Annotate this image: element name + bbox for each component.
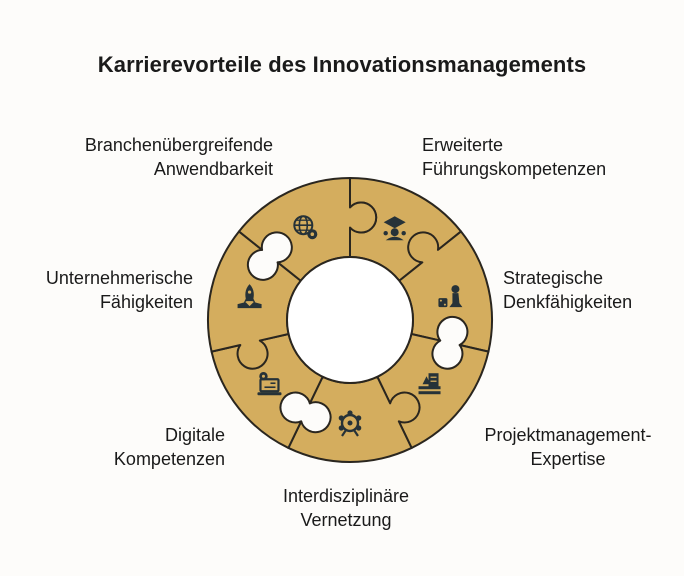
graduation-leader-icon (383, 216, 406, 241)
center-hub (286, 256, 414, 384)
laptop-gear-icon (257, 372, 282, 396)
puzzle-ring (207, 177, 493, 463)
project-chart-icon (418, 373, 441, 395)
label-interdisziplinaere-vernetzung: Interdisziplinäre Vernetzung (282, 486, 410, 530)
globe-gear-icon (293, 215, 318, 240)
network-wheel-icon (338, 410, 362, 437)
chess-dice-icon (438, 285, 463, 308)
rocket-launch-icon (237, 284, 262, 309)
label-projektmanagement-expertise: Projektmanagement- Expertise (484, 425, 652, 469)
label-digitale-kompetenzen: Digitale Kompetenzen (113, 425, 225, 469)
segment-icons (237, 215, 463, 437)
label-strategische-denkfaehigkeiten: Strategische Denkfähigkeiten (503, 268, 633, 312)
label-branchenuebergreifende-anwendbarkeit: Branchenübergreifende Anwendbarkeit (84, 135, 273, 179)
page-title: Karrierevorteile des Innovationsmanageme… (97, 52, 587, 77)
label-unternehmerische-faehigkeiten: Unternehmerische Fähigkeiten (45, 268, 193, 312)
label-erweiterte-fuehrungskompetenzen: Erweiterte Führungskompetenzen (422, 135, 607, 179)
